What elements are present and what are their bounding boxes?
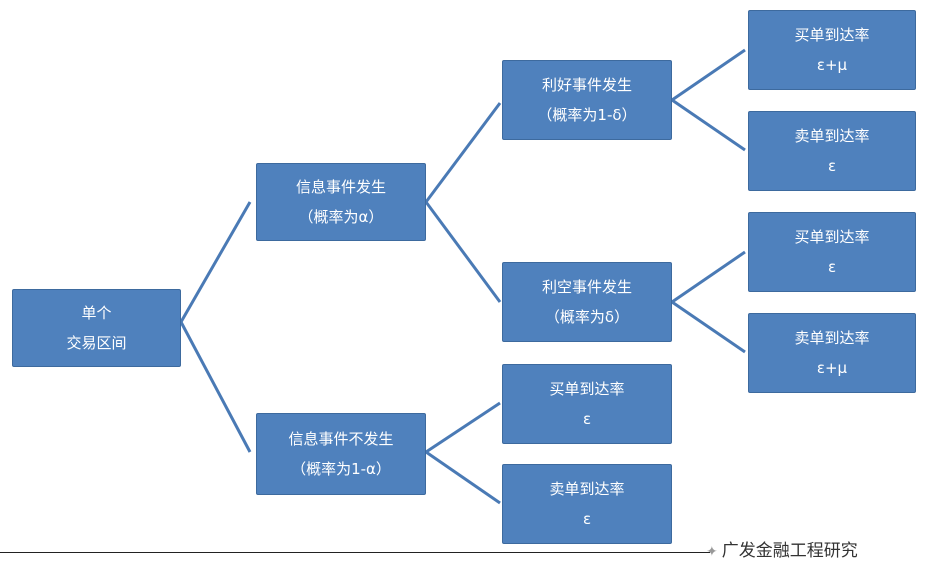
good-sell-node: 卖单到达率 ε bbox=[748, 111, 916, 191]
none-buy-line2: ε bbox=[582, 410, 592, 428]
connector-bad-to-sell bbox=[671, 300, 746, 354]
good-news-line1: 利好事件发生 bbox=[541, 76, 632, 94]
connector-noinfo-to-buy bbox=[425, 401, 501, 454]
info-occurs-node: 信息事件发生 （概率为α） bbox=[256, 163, 426, 241]
root-node: 单个 交易区间 bbox=[12, 289, 181, 367]
info-occurs-line2: （概率为α） bbox=[298, 208, 384, 226]
watermark: ✦广发金融工程研究 bbox=[706, 536, 858, 561]
watermark-text: 广发金融工程研究 bbox=[721, 541, 858, 561]
none-sell-line2: ε bbox=[582, 510, 592, 528]
none-sell-node: 卖单到达率 ε bbox=[502, 464, 672, 544]
info-occurs-line1: 信息事件发生 bbox=[295, 178, 386, 196]
none-buy-line1: 买单到达率 bbox=[549, 380, 625, 398]
root-line1: 单个 bbox=[81, 304, 112, 322]
info-not-occurs-line2: （概率为1-α） bbox=[291, 460, 391, 478]
connector-noinfo-to-sell bbox=[425, 450, 501, 505]
connector-good-to-sell bbox=[671, 98, 746, 152]
good-buy-line2: ε+μ bbox=[816, 56, 848, 74]
wechat-icon: ✦ bbox=[706, 544, 718, 560]
good-news-node: 利好事件发生 （概率为1-δ） bbox=[502, 60, 672, 140]
info-not-occurs-node: 信息事件不发生 （概率为1-α） bbox=[256, 413, 426, 495]
bad-buy-node: 买单到达率 ε bbox=[748, 212, 916, 292]
connector-info-to-bad bbox=[424, 201, 502, 303]
none-sell-line1: 卖单到达率 bbox=[549, 480, 625, 498]
connector-root-to-noinfo bbox=[179, 321, 252, 453]
good-news-line2: （概率为1-δ） bbox=[537, 106, 637, 124]
connector-good-to-buy bbox=[671, 48, 746, 102]
connector-bad-to-buy bbox=[671, 250, 746, 304]
none-buy-node: 买单到达率 ε bbox=[502, 364, 672, 444]
root-line2: 交易区间 bbox=[66, 334, 127, 352]
good-buy-node: 买单到达率 ε+μ bbox=[748, 10, 916, 90]
connector-root-to-info bbox=[179, 201, 252, 323]
bad-buy-line1: 买单到达率 bbox=[794, 228, 870, 246]
bad-sell-line1: 卖单到达率 bbox=[794, 329, 870, 347]
good-sell-line2: ε bbox=[827, 157, 837, 175]
footer-divider bbox=[0, 552, 710, 553]
info-not-occurs-line1: 信息事件不发生 bbox=[288, 430, 394, 448]
bad-buy-line2: ε bbox=[827, 258, 837, 276]
good-buy-line1: 买单到达率 bbox=[794, 26, 870, 44]
bad-sell-line2: ε+μ bbox=[816, 359, 848, 377]
bad-news-line1: 利空事件发生 bbox=[541, 278, 632, 296]
bad-sell-node: 卖单到达率 ε+μ bbox=[748, 313, 916, 393]
bad-news-node: 利空事件发生 （概率为δ） bbox=[502, 262, 672, 342]
connector-info-to-good bbox=[424, 102, 502, 203]
good-sell-line1: 卖单到达率 bbox=[794, 127, 870, 145]
bad-news-line2: （概率为δ） bbox=[544, 308, 630, 326]
